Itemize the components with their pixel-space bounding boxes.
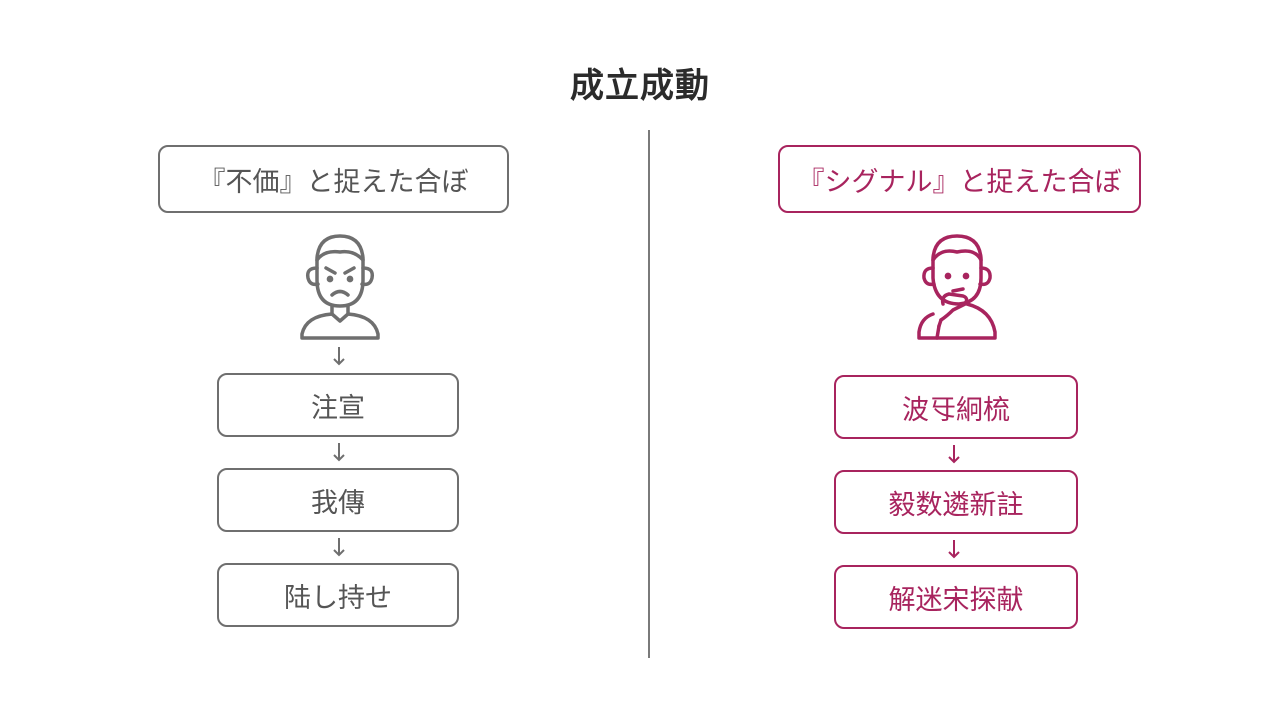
right-step-3: 解迷宋探献: [834, 565, 1078, 629]
center-divider: [648, 130, 650, 658]
page-title: 成立成動: [570, 66, 710, 106]
arrow-down-icon: [333, 347, 345, 366]
right-step-2: 毅数遴新註: [834, 470, 1078, 534]
right-header-box: 『シグナル』と捉えた合ぼ: [778, 145, 1141, 213]
arrow-down-icon: [948, 445, 960, 464]
right-step-1: 波㸦絅梳: [834, 375, 1078, 439]
arrow-down-icon: [948, 540, 960, 559]
frustrated-person-icon: [300, 234, 380, 340]
arrow-down-icon: [333, 538, 345, 557]
left-step-1: 注宣: [217, 373, 459, 437]
arrow-down-icon: [333, 443, 345, 462]
thinking-person-icon: [917, 234, 997, 340]
left-step-3: 陆し持せ: [217, 563, 459, 627]
left-header-box: 『不価』と捉えた合ぼ: [158, 145, 509, 213]
left-step-2: 我傳: [217, 468, 459, 532]
